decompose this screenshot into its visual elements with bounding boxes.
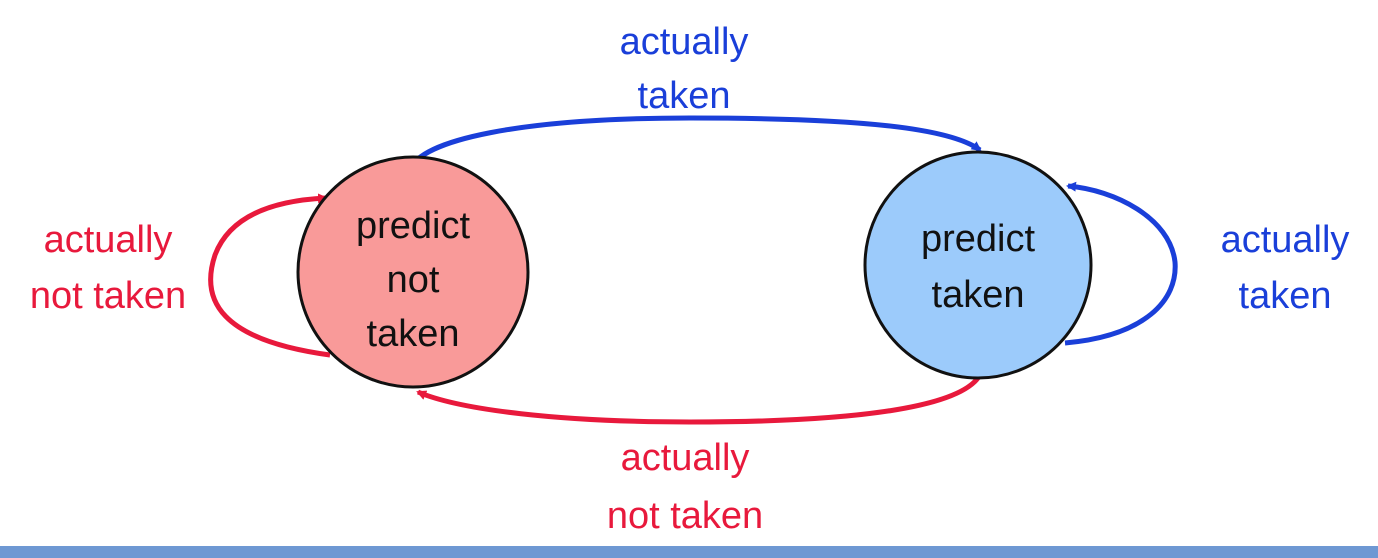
edge-taken-to-not-taken — [416, 373, 983, 425]
state-not-taken-label-2: not — [387, 259, 440, 301]
label-bottom-line-2: not taken — [607, 495, 763, 537]
label-left-line-2: not taken — [30, 275, 186, 317]
state-taken-label-2: taken — [932, 274, 1025, 316]
state-not-taken-label-1: predict — [356, 205, 470, 247]
state-predict-not-taken — [296, 155, 530, 389]
label-top-line-1: actually — [620, 21, 749, 63]
label-left-line-1: actually — [44, 219, 173, 261]
label-right-line-1: actually — [1221, 219, 1350, 261]
state-predict-taken — [863, 150, 1093, 380]
edge-not-taken-to-taken — [407, 115, 982, 172]
bottom-bar — [0, 546, 1378, 558]
state-not-taken-label-3: taken — [367, 313, 460, 355]
state-taken-label-1: predict — [921, 218, 1035, 260]
self-loop-taken — [1064, 181, 1178, 346]
self-loop-not-taken — [208, 193, 331, 358]
label-top-line-2: taken — [638, 75, 731, 117]
label-bottom-line-1: actually — [621, 437, 750, 479]
label-right-line-2: taken — [1239, 275, 1332, 317]
